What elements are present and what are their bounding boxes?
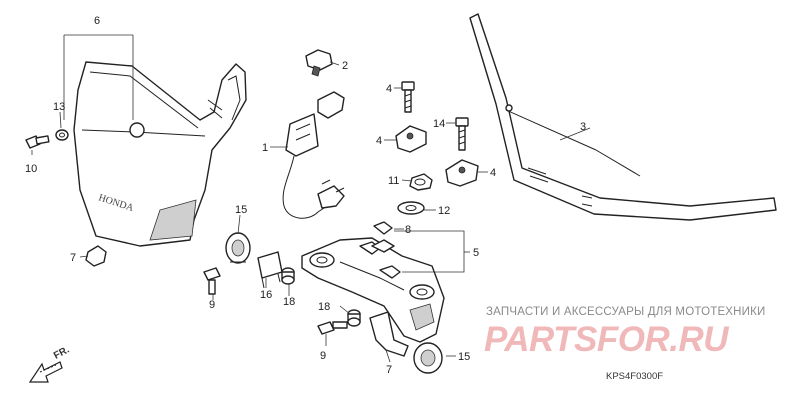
callout-3: 3	[580, 121, 586, 133]
bolt-9-lower[interactable]	[317, 321, 348, 335]
callout-18-lower: 18	[318, 301, 330, 313]
rubber-8-lower[interactable]	[371, 239, 395, 253]
handlebar-upper-holder-left[interactable]	[395, 125, 427, 153]
callout-14: 14	[433, 118, 445, 130]
diagram-code: KPS4F0300F	[606, 371, 664, 382]
handlebar-upper-holder-right[interactable]	[445, 159, 479, 187]
callout-10: 10	[25, 163, 37, 175]
callout-4-holder-right: 4	[490, 167, 496, 179]
callout-4-bolt: 4	[386, 83, 392, 95]
callout-13: 13	[53, 101, 65, 113]
front-arrow-icon	[28, 361, 63, 383]
nut-7-left[interactable]	[85, 245, 107, 267]
grommet-15-lower[interactable]	[413, 342, 443, 374]
callout-2: 2	[342, 60, 348, 72]
ignition-switch[interactable]	[282, 91, 345, 219]
grommet-15-upper[interactable]	[225, 232, 251, 264]
bolt-10[interactable]	[25, 135, 50, 149]
bracket-7-lower[interactable]	[369, 311, 409, 357]
callout-5: 5	[473, 247, 479, 259]
callout-7-left: 7	[70, 252, 76, 264]
nut-11[interactable]	[409, 173, 433, 191]
watermark-logo: PARTSFOR.RU	[484, 320, 729, 359]
top-bridge[interactable]	[301, 237, 445, 343]
leader-lines	[31, 34, 591, 363]
callout-8: 8	[405, 224, 411, 236]
bolt-14[interactable]	[455, 117, 469, 151]
callout-6: 6	[94, 15, 100, 27]
handlebar[interactable]	[469, 13, 777, 221]
bolt-9-upper[interactable]	[203, 267, 221, 295]
watermark-subtitle: ЗАПЧАСТИ И АКСЕССУАРЫ ДЛЯ МОТОТЕХНИКИ	[486, 306, 766, 318]
callout-9-upper: 9	[209, 299, 215, 311]
callout-7-lower: 7	[386, 364, 392, 376]
callout-15-lower: 15	[458, 351, 470, 363]
collar-13[interactable]	[55, 129, 69, 141]
handlebar-holder-bolt[interactable]	[401, 81, 415, 113]
callouts: 6 13 10 7 2 1 4 4 14 4 11 12 3 8 5 15 9 …	[25, 15, 586, 376]
rubber-8-upper[interactable]	[373, 221, 393, 235]
collar-18-upper[interactable]	[281, 267, 295, 285]
collar-18-lower[interactable]	[347, 309, 361, 327]
ignition-key[interactable]	[305, 49, 333, 77]
callout-11: 11	[388, 175, 399, 187]
callout-12: 12	[438, 205, 450, 217]
washer-12[interactable]	[397, 201, 425, 215]
headlight-cover[interactable]: HONDA	[73, 61, 247, 247]
callout-16: 16	[260, 289, 272, 301]
callout-15-upper: 15	[235, 204, 247, 216]
callout-4-holder-left: 4	[376, 135, 382, 147]
callout-1: 1	[262, 142, 268, 154]
callout-18-upper: 18	[283, 296, 295, 308]
bracket-16[interactable]	[257, 251, 283, 289]
callout-9-lower: 9	[320, 350, 326, 362]
